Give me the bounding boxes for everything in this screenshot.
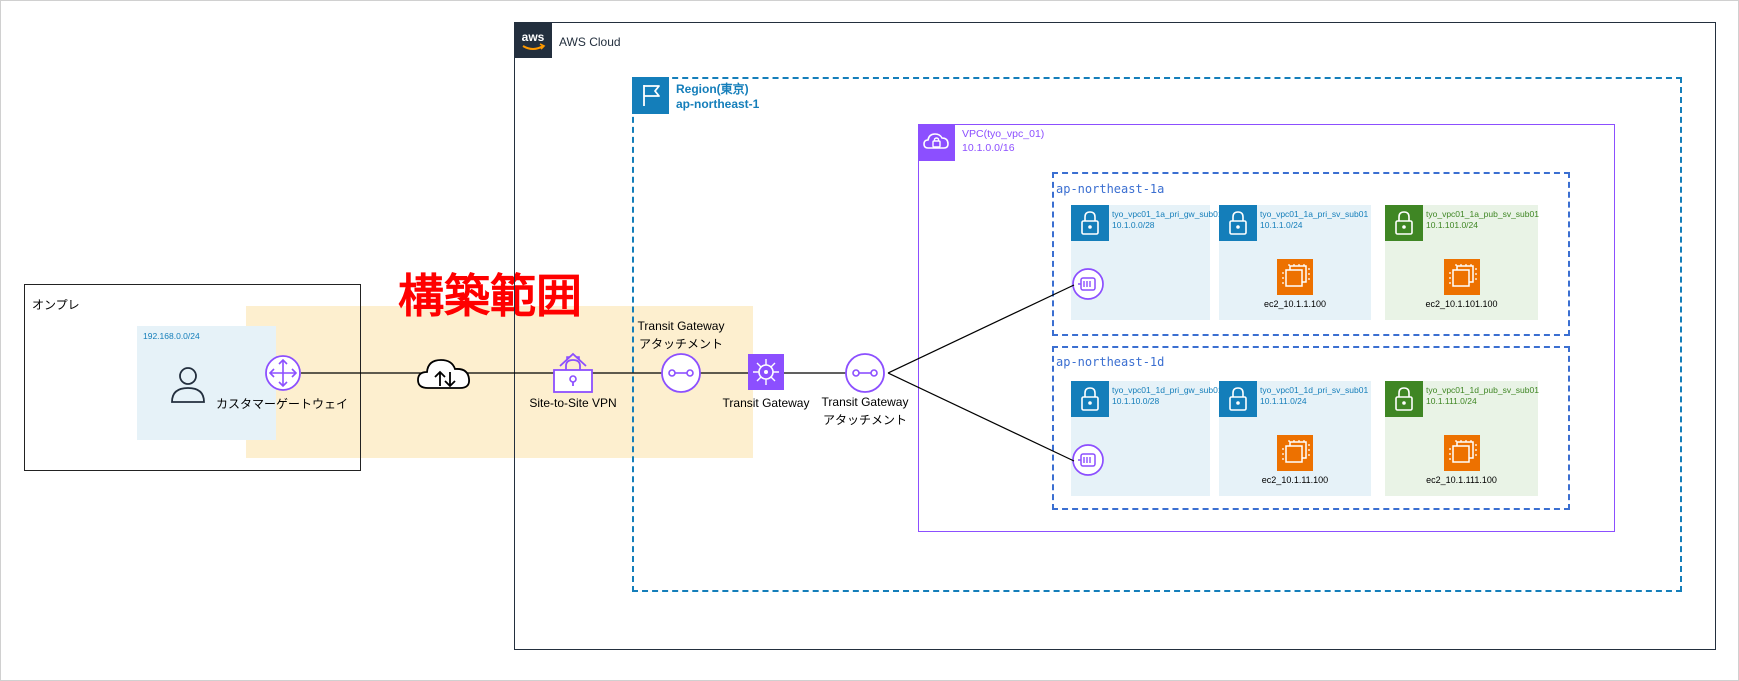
tgw-attachment-left-label-line2: アタッチメント <box>638 337 724 351</box>
subnet-name: tyo_vpc01_1a_pri_gw_sub01 <box>1112 209 1223 219</box>
az-1a-box <box>1052 172 1570 336</box>
region-name: Region(東京) <box>676 82 749 96</box>
customer-gateway-icon[interactable] <box>264 354 302 392</box>
transit-gateway-icon[interactable] <box>748 354 784 390</box>
ec2-instance-label: ec2_10.1.101.100 <box>1425 299 1498 309</box>
ec2-instance-icon[interactable] <box>1443 259 1480 295</box>
tgw-attachment-right-label-line1: Transit Gateway <box>821 395 909 409</box>
az-1a-name: ap-northeast-1a <box>1056 182 1165 196</box>
lock-icon <box>1219 381 1257 417</box>
ec2-instance-label: ec2_10.1.111.100 <box>1426 475 1497 485</box>
subnet-cidr: 10.1.101.0/24 <box>1426 220 1478 230</box>
region-id: ap-northeast-1 <box>676 97 760 111</box>
aws-logo-text: aws <box>522 30 545 44</box>
vpc-badge <box>918 124 955 161</box>
az-1d-box <box>1052 346 1570 510</box>
lock-icon <box>1071 381 1109 417</box>
line-attachment-to-eni-1d <box>887 372 1075 462</box>
lock-icon <box>1385 205 1423 241</box>
subnet-cidr: 10.1.0.0/28 <box>1112 220 1155 230</box>
subnet-cidr: 10.1.111.0/24 <box>1426 396 1477 406</box>
line-attachment-to-eni-1a <box>887 284 1075 374</box>
subnet-cidr: 10.1.1.0/24 <box>1260 220 1303 230</box>
vpc-cloud-icon <box>923 133 949 149</box>
subnet-name: tyo_vpc01_1d_pub_sv_sub01 <box>1426 385 1539 395</box>
transit-gateway-label: Transit Gateway <box>722 396 810 410</box>
attachment-icon[interactable] <box>844 352 886 394</box>
lock-icon <box>1385 381 1423 417</box>
vpn-label: Site-to-Site VPN <box>529 396 617 410</box>
vpn-lock-icon[interactable] <box>552 350 594 394</box>
region-box <box>632 77 1682 592</box>
aws-cloud-label: AWS Cloud <box>559 35 621 49</box>
ec2-instance-icon[interactable] <box>1277 435 1313 471</box>
ec2-instance-icon[interactable] <box>1443 435 1480 471</box>
subnet-name: tyo_vpc01_1a_pri_sv_sub01 <box>1260 209 1369 219</box>
subnet-cidr: 10.1.11.0/24 <box>1260 396 1307 406</box>
subnet-name: tyo_vpc01_1d_pri_gw_sub01 <box>1112 385 1223 395</box>
onprem-title: オンプレ <box>32 298 80 312</box>
vpc-name: VPC(tyo_vpc_01) <box>962 128 1045 140</box>
lock-icon <box>1071 205 1109 241</box>
region-flag <box>632 77 669 114</box>
tgw-attachment-right-label-line2: アタッチメント <box>822 413 908 427</box>
ec2-instance-label: ec2_10.1.11.100 <box>1261 475 1329 485</box>
build-scope-label: 構築範囲 <box>398 269 582 323</box>
aws-logo-icon: aws <box>522 30 546 50</box>
onprem-network <box>137 326 276 440</box>
aws-cloud-box <box>514 22 1716 650</box>
ec2-instance-label: ec2_10.1.1.100 <box>1263 299 1327 309</box>
lock-icon <box>1219 205 1257 241</box>
subnet-name: tyo_vpc01_1d_pri_sv_sub01 <box>1260 385 1369 395</box>
user-icon <box>171 367 205 403</box>
ec2-instance-icon[interactable] <box>1277 259 1313 295</box>
onprem-box <box>24 284 361 471</box>
cloud-updown-icon <box>417 359 470 389</box>
flag-icon <box>643 85 660 106</box>
customer-gateway-label: カスタマーゲートウェイ <box>215 397 349 411</box>
subnet-name: tyo_vpc01_1a_pub_sv_sub01 <box>1426 209 1539 219</box>
vpc-cidr: 10.1.0.0/16 <box>962 142 1015 154</box>
subnet-cidr: 10.1.10.0/28 <box>1112 396 1160 406</box>
vpc-box <box>918 124 1615 532</box>
aws-logo: aws <box>514 22 552 58</box>
network-interface-icon[interactable] <box>1071 267 1105 301</box>
attachment-icon[interactable] <box>660 352 702 394</box>
tgw-attachment-left-label-line1: Transit Gateway <box>637 319 725 333</box>
onprem-network-cidr: 192.168.0.0/24 <box>143 331 200 341</box>
az-1d-name: ap-northeast-1d <box>1056 355 1165 369</box>
transit-gateway-glyph <box>753 359 779 385</box>
